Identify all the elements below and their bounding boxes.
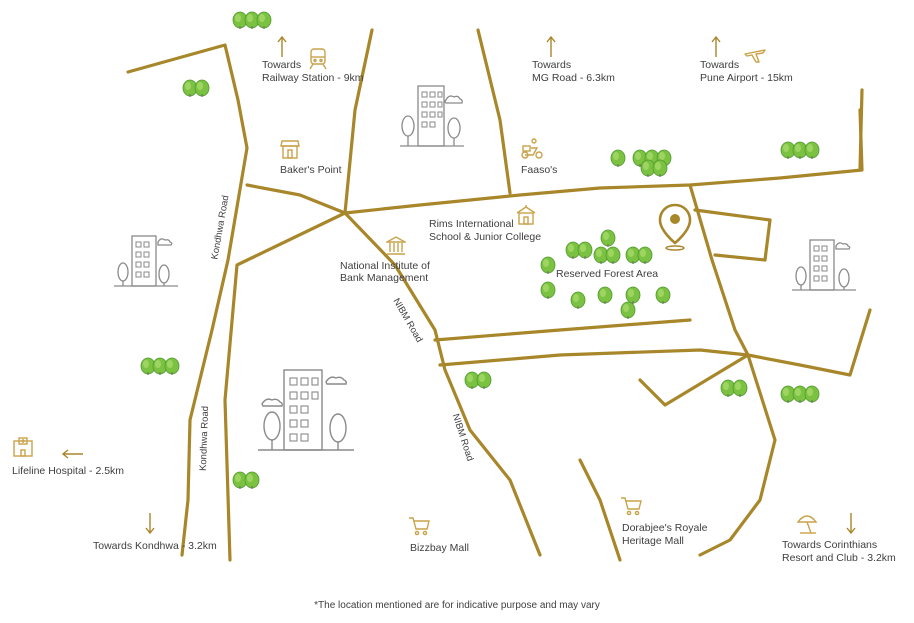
corinthians-label-line2: Resort and Club - 3.2km [782,552,896,564]
tree-cluster [232,471,260,489]
kondhwa-label: Towards Kondhwa - 3.2km [93,540,217,552]
tree-cluster [565,241,593,259]
hospital-icon [13,437,33,457]
road-mg [476,28,512,195]
road-airport [858,88,864,172]
tree-cluster [625,246,653,264]
tree-cluster [140,357,180,375]
nibm-label-line1: National Institute of [340,260,430,272]
arrow-left-icon [62,449,83,459]
building-cluster-north [400,85,464,147]
faasos-label: Faaso's [521,164,558,176]
arrow-up-icon [711,36,721,57]
rims-label-line1: Rims International [429,218,514,230]
building-cluster-south [258,369,354,451]
mg-towards-label: Towards [532,59,572,71]
railway-label: Railway Station - 9km [262,72,364,84]
road-right-loop [693,208,772,262]
tree-cluster [780,141,820,159]
road-main-east [343,108,864,215]
road-right-branch [638,353,750,407]
airport-towards-label: Towards [700,59,740,71]
road-centre-north [343,28,374,215]
tree-cluster [620,301,636,319]
beach-umbrella-icon [796,515,818,534]
bizzbay-label: Bizzbay Mall [410,542,469,554]
bakery-shop-icon [280,140,300,159]
mg-road-label: MG Road - 6.3km [532,72,615,84]
arrow-up-icon [277,36,287,57]
dorabjee-label-line2: Heritage Mall [622,535,684,547]
road-nibm [343,211,542,557]
tree-cluster [540,256,556,274]
tree-cluster [780,385,820,403]
airplane-icon [744,49,766,63]
road-dorabjee [578,458,622,562]
nibm-label-line2: Bank Management [340,272,429,284]
footnote: *The location mentioned are for indicati… [314,600,600,611]
rims-label-line2: School & Junior College [429,231,542,243]
tree-cluster [720,379,748,397]
building-cluster-east [792,239,856,291]
arrow-down-icon [145,513,155,534]
arrow-down-icon [846,513,856,534]
lifeline-hospital-label: Lifeline Hospital - 2.5km [12,465,125,477]
railway-towards-label: Towards [262,59,302,71]
scooter-delivery-icon [521,138,543,159]
road-cross-1 [433,318,692,342]
tree-cluster [597,286,613,304]
shopping-cart-icon [621,497,642,516]
road-right-vertical [688,183,777,557]
reserved-forest-label: Reserved Forest Area [556,268,659,280]
tree-cluster [625,286,641,304]
road-cross-2 [438,348,750,367]
location-pin-icon [658,203,692,251]
school-building-icon [516,205,536,225]
arrow-up-icon [546,36,556,57]
tree-cluster [600,229,616,247]
dorabjee-label-line1: Dorabjee's Royale [622,522,708,534]
road-right-east [746,308,872,377]
road-bakers [245,183,347,215]
tree-cluster [182,79,210,97]
road-lower-left [223,211,347,562]
tree-cluster [464,371,492,389]
tree-cluster [570,291,586,309]
airport-label: Pune Airport - 15km [700,72,793,84]
road-kondhwa [126,43,249,557]
tree-cluster [593,246,621,264]
tree-cluster [640,159,668,177]
tree-cluster [655,286,671,304]
building-cluster-west [114,235,178,287]
corinthians-label-line1: Towards Corinthians [782,539,878,551]
tree-cluster [232,11,272,29]
bakers-point-label: Baker's Point [280,164,342,176]
institute-pillars-icon [386,236,406,255]
train-icon [309,48,327,70]
shopping-cart-icon [409,517,430,536]
tree-cluster [540,281,556,299]
kondhwa-road-label-south: Kondhwa Road [197,405,212,472]
tree-cluster [610,149,626,167]
